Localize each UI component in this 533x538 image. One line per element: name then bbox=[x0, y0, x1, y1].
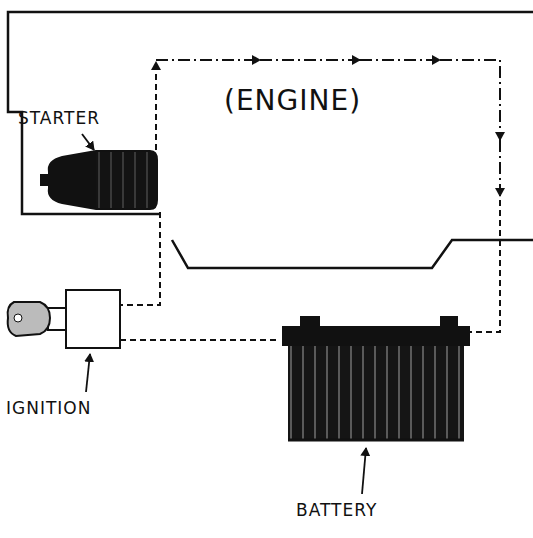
starter-motor bbox=[40, 150, 158, 210]
part-label: IGNITION bbox=[6, 398, 91, 418]
leader-arrows bbox=[82, 134, 366, 494]
part-label: STARTER bbox=[18, 108, 100, 128]
part-label: BATTERY bbox=[296, 500, 377, 520]
wiring bbox=[120, 60, 500, 340]
battery bbox=[282, 316, 470, 440]
engine-outline bbox=[8, 12, 533, 268]
ignition-switch bbox=[8, 290, 120, 348]
region-label: (ENGINE) bbox=[224, 84, 361, 117]
